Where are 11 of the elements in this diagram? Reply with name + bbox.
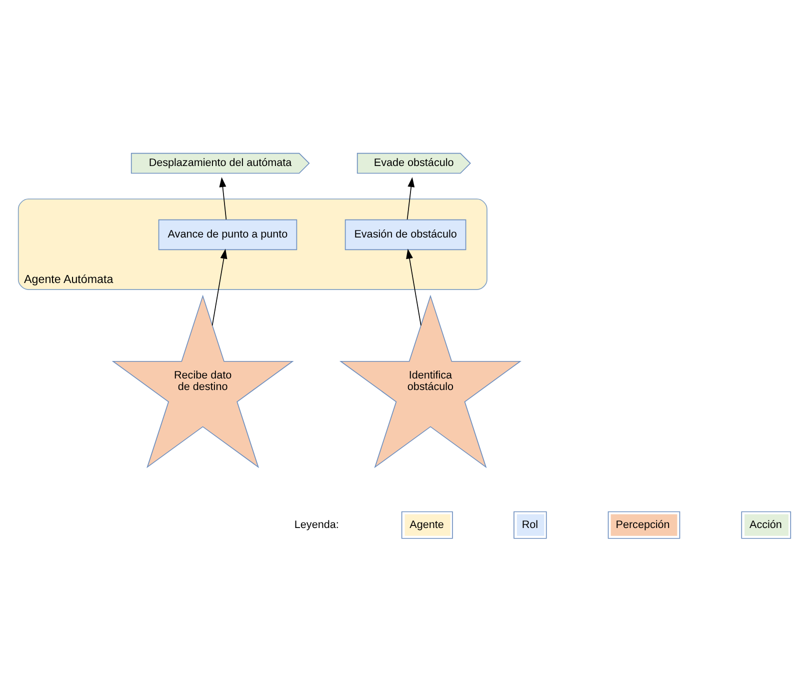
legend-label: Acción — [750, 518, 782, 530]
legend-label: Percepción — [616, 518, 670, 530]
arrow — [219, 176, 227, 220]
arrow — [406, 176, 415, 220]
arrow — [406, 248, 422, 326]
arrow — [212, 248, 228, 326]
legend-label: Rol — [522, 518, 538, 530]
legend-label: Agente — [410, 518, 444, 530]
node-box: Evasión de obstáculo — [344, 218, 466, 250]
label: Leyenda: — [294, 518, 339, 530]
node-box: Avance de punto a punto — [158, 218, 298, 250]
